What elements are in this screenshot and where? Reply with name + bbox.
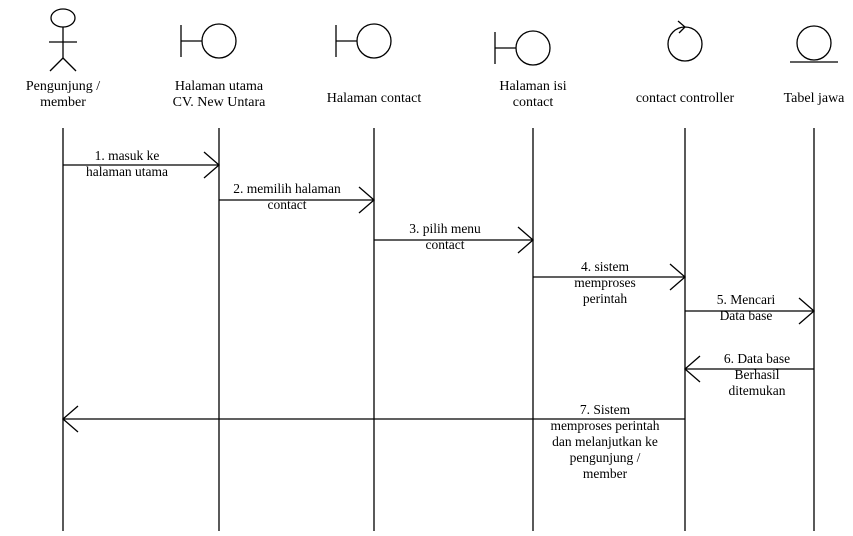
- message-label-7-line: memproses perintah: [550, 418, 659, 433]
- participant-label-pengunjung: Pengunjung /member: [26, 79, 100, 110]
- entity-circle: [796, 25, 832, 61]
- message-arrowhead: [669, 263, 686, 291]
- message-label-7-line: 7. Sistem: [580, 402, 631, 417]
- participant-halaman-utama: [180, 23, 237, 59]
- message-label-6-line: ditemukan: [729, 383, 786, 398]
- boundary-circle: [356, 23, 392, 59]
- message-label-4-line: 4. sistem: [581, 259, 630, 274]
- message-arrowhead: [358, 186, 375, 214]
- message-label-7-line: member: [583, 466, 628, 481]
- participant-label-pengunjung-line: Pengunjung /: [26, 79, 100, 94]
- boundary-circle: [201, 23, 237, 59]
- boundary-circle: [515, 30, 551, 66]
- message-label-4-line: memproses: [574, 275, 636, 290]
- message-label-5-line: Data base: [720, 308, 773, 323]
- message-2: [219, 186, 375, 214]
- message-arrowhead: [798, 297, 815, 325]
- control-icon: [667, 20, 703, 62]
- participant-halaman-contact: [335, 23, 392, 59]
- actor-icon: [49, 8, 77, 72]
- message-4: [533, 263, 686, 291]
- control-arrowhead: [677, 20, 686, 34]
- participant-label-contact-controller: contact controller: [636, 91, 735, 106]
- message-1: [63, 151, 220, 179]
- actor-head: [50, 8, 76, 28]
- message-3: [374, 226, 534, 254]
- message-5: [685, 297, 815, 325]
- boundary-icon: [494, 30, 551, 66]
- participant-label-tabel-jawa: Tabel jawa: [784, 91, 846, 106]
- message-label-5-line: 5. Mencari: [717, 292, 776, 307]
- control-circle: [667, 26, 703, 62]
- participant-label-halaman-isi-contact-line: Halaman isi: [499, 79, 566, 94]
- message-arrowhead: [684, 355, 701, 383]
- participant-contact-controller: [667, 20, 703, 62]
- message-label-2-line: contact: [268, 197, 307, 212]
- message-7: [62, 405, 685, 433]
- participant-label-tabel-jawa-line: Tabel jawa: [784, 91, 846, 106]
- participant-label-contact-controller-line: contact controller: [636, 91, 735, 106]
- message-arrowhead: [203, 151, 220, 179]
- participant-tabel-jawa: [790, 25, 838, 63]
- message-label-1-line: halaman utama: [86, 164, 168, 179]
- message-arrowhead: [62, 405, 79, 433]
- boundary-icon: [335, 23, 392, 59]
- message-label-2-line: 2. memilih halaman: [233, 181, 341, 196]
- message-arrowhead: [517, 226, 534, 254]
- participant-label-pengunjung-line: member: [40, 95, 86, 110]
- participant-halaman-isi-contact: [494, 30, 551, 66]
- message-label-7-line: dan melanjutkan ke: [552, 434, 658, 449]
- boundary-icon: [180, 23, 237, 59]
- message-label-3-line: 3. pilih menu: [409, 221, 481, 236]
- participant-label-halaman-contact: Halaman contact: [327, 91, 422, 106]
- participant-label-halaman-contact-line: Halaman contact: [327, 91, 422, 106]
- entity-icon: [790, 25, 838, 63]
- message-6: [684, 355, 814, 383]
- message-label-7-line: pengunjung /: [570, 450, 641, 465]
- message-label-6-line: 6. Data base: [724, 351, 790, 366]
- actor-leg-left: [49, 57, 64, 72]
- participant-label-halaman-isi-contact-line: contact: [513, 95, 554, 110]
- participant-pengunjung: [49, 8, 77, 72]
- actor-leg-right: [62, 57, 77, 72]
- message-label-4-line: perintah: [583, 291, 627, 306]
- participant-label-halaman-utama-line: CV. New Untara: [173, 95, 266, 110]
- participant-label-halaman-utama-line: Halaman utama: [175, 79, 264, 94]
- message-label-6-line: Berhasil: [735, 367, 780, 382]
- message-label-1-line: 1. masuk ke: [95, 148, 160, 163]
- message-label-3-line: contact: [426, 237, 465, 252]
